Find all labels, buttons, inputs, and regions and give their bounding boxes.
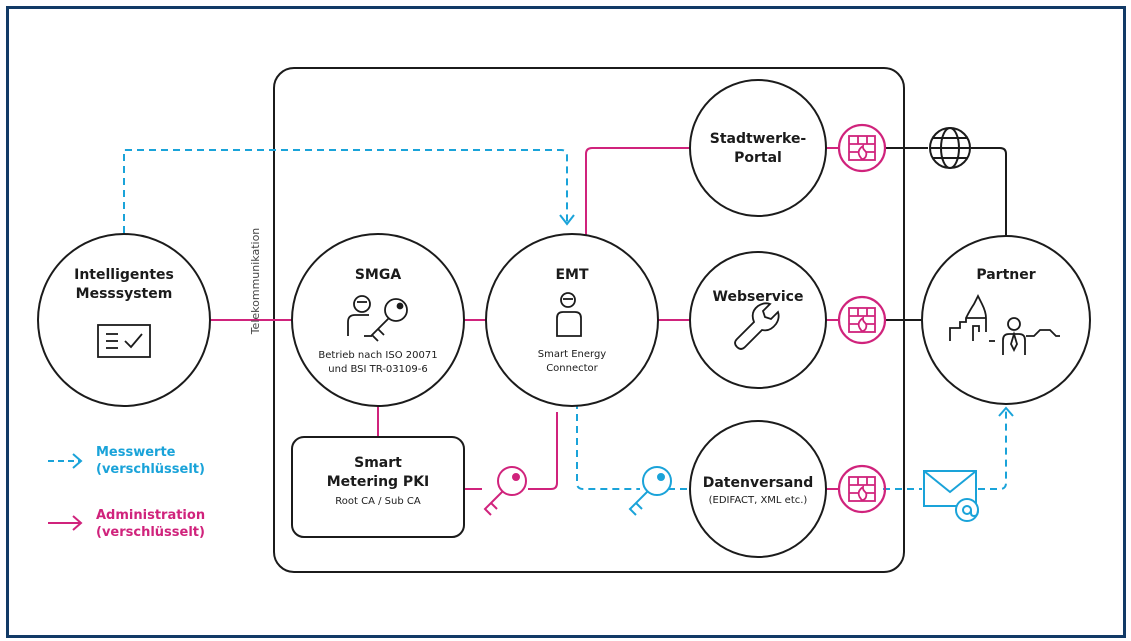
- datenversand-subtitle: (EDIFACT, XML etc.): [708, 495, 808, 506]
- city-person-icon: [949, 293, 1060, 355]
- datenversand-title: Datenversand: [702, 475, 814, 491]
- node-webservice-circle: [689, 251, 827, 389]
- arrow-up-icon: [998, 406, 1014, 417]
- portal-label: Stadtwerke-Portal: [709, 131, 807, 166]
- firewall-icon: [837, 464, 887, 514]
- person-icon: [556, 292, 582, 337]
- node-smga-circle: [291, 233, 465, 407]
- key-icon: [483, 466, 527, 516]
- node-ims-circle: [37, 233, 211, 407]
- node-emt-circle: [485, 233, 659, 407]
- webservice-title: Webservice: [712, 289, 804, 305]
- node-datenversand-circle: [689, 420, 827, 558]
- legend-administration: Administration(verschlüsselt): [96, 508, 206, 540]
- legend-dashed-arrow: [48, 453, 83, 469]
- emt-title: EMT: [555, 267, 589, 283]
- partner-title: Partner: [976, 267, 1036, 283]
- key-icon: [628, 466, 672, 516]
- firewall-icon: [837, 295, 887, 345]
- mail-at-icon: [923, 470, 979, 522]
- telekommunikation-label: Telekommunikation: [249, 227, 262, 335]
- outer-frame: [6, 6, 1126, 638]
- legend-messwerte: Messwerte(verschlüsselt): [96, 445, 205, 477]
- node-portal-circle: [689, 79, 827, 217]
- node-partner-circle: [921, 235, 1091, 405]
- person-key-icon: [347, 295, 408, 342]
- wrench-icon: [734, 302, 780, 350]
- certificate-icon: [97, 324, 151, 358]
- flow-mail-partner: [978, 410, 1007, 490]
- globe-icon: [929, 127, 971, 169]
- node-pki-box: [291, 436, 465, 538]
- arrow-down-icon: [559, 214, 575, 226]
- pki-subtitle: Root CA / Sub CA: [335, 496, 421, 507]
- smga-title: SMGA: [354, 267, 402, 283]
- admin-links: [210, 147, 839, 490]
- legend-solid-arrow: [48, 515, 83, 531]
- firewall-icon: [837, 123, 887, 173]
- flow-emt-datenversand: [576, 402, 640, 490]
- flow-messwerte-ims-emt: [123, 148, 568, 233]
